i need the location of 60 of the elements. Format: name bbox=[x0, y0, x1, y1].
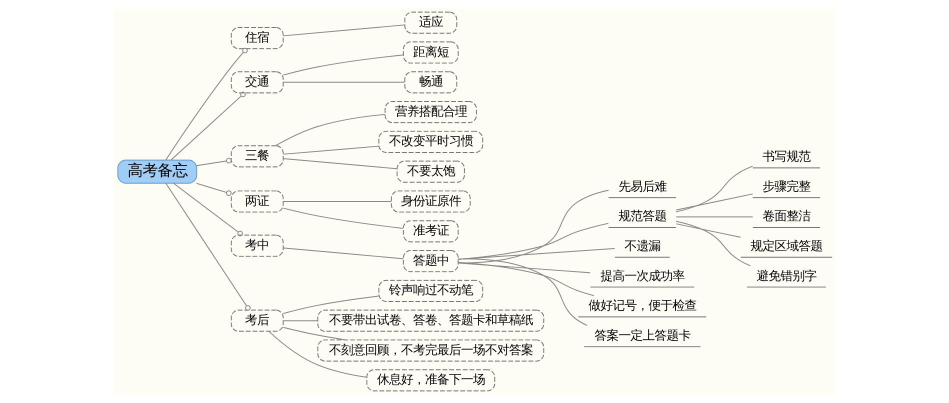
node-box: 距离短 bbox=[402, 41, 458, 64]
connector bbox=[268, 330, 367, 378]
node-text: 规定区域答题 bbox=[750, 238, 822, 253]
connector bbox=[457, 222, 608, 260]
node-box: 休息好，准备下一场 bbox=[366, 369, 495, 392]
node-box: 营养搭配合理 bbox=[384, 101, 476, 124]
connector bbox=[675, 193, 753, 210]
node-box: 畅通 bbox=[404, 71, 457, 94]
node-box: 考中 bbox=[230, 234, 284, 257]
node-box: 不改变平时习惯 bbox=[378, 130, 483, 153]
connector bbox=[164, 182, 250, 311]
connector bbox=[170, 92, 246, 160]
node-box: 不要太饱 bbox=[396, 160, 464, 183]
connector bbox=[195, 182, 232, 196]
connector bbox=[164, 48, 248, 161]
connector bbox=[282, 201, 392, 202]
connector bbox=[675, 223, 741, 238]
connector bbox=[282, 296, 379, 314]
connector bbox=[457, 262, 590, 274]
connector bbox=[675, 216, 753, 218]
node-box: 不要带出试卷、答卷、答题卡和草稿纸 bbox=[316, 310, 544, 332]
connector bbox=[196, 158, 232, 166]
connector bbox=[282, 248, 404, 260]
node-box: 交通 bbox=[230, 71, 284, 94]
connector bbox=[282, 24, 405, 36]
connector bbox=[457, 258, 588, 326]
connector bbox=[675, 220, 750, 266]
node-text: 提高一次成功率 bbox=[600, 268, 684, 283]
node-box: 铃声响过不动笔 bbox=[378, 280, 483, 302]
node-box: 身份证原件 bbox=[390, 190, 470, 213]
node-text: 做好记号，便于检查 bbox=[588, 298, 696, 313]
connector bbox=[172, 182, 242, 236]
node-box: 准考证 bbox=[402, 220, 458, 242]
node-box: 两证 bbox=[230, 190, 284, 213]
node-text: 规范答题 bbox=[618, 208, 666, 224]
connector bbox=[675, 166, 753, 212]
node-box: 考后 bbox=[230, 310, 284, 332]
node-text: 先易后难 bbox=[618, 178, 666, 194]
connector bbox=[282, 208, 403, 229]
node-box: 适应 bbox=[404, 12, 457, 34]
node-text: 步骤完整 bbox=[762, 178, 810, 194]
node-text: 卷面整洁 bbox=[762, 208, 810, 224]
connector bbox=[282, 326, 346, 340]
connector bbox=[457, 262, 594, 296]
node-box: 高考备忘 bbox=[116, 160, 197, 184]
connector bbox=[282, 320, 318, 322]
node-box: 三餐 bbox=[230, 145, 284, 168]
node-box: 住宿 bbox=[230, 27, 284, 50]
connector bbox=[282, 54, 403, 76]
connector bbox=[282, 158, 398, 170]
node-box: 不刻意回顾，不考完最后一场不对答案 bbox=[316, 339, 544, 362]
connector bbox=[282, 82, 405, 83]
node-text: 书写规范 bbox=[762, 148, 810, 164]
node-box: 答题中 bbox=[402, 250, 458, 272]
connector bbox=[282, 146, 379, 155]
connector bbox=[457, 190, 609, 264]
node-text: 不遗漏 bbox=[624, 238, 660, 253]
node-text: 答案一定上答题卡 bbox=[594, 327, 690, 342]
node-text: 避免错别字 bbox=[756, 268, 816, 283]
connector bbox=[274, 114, 385, 146]
